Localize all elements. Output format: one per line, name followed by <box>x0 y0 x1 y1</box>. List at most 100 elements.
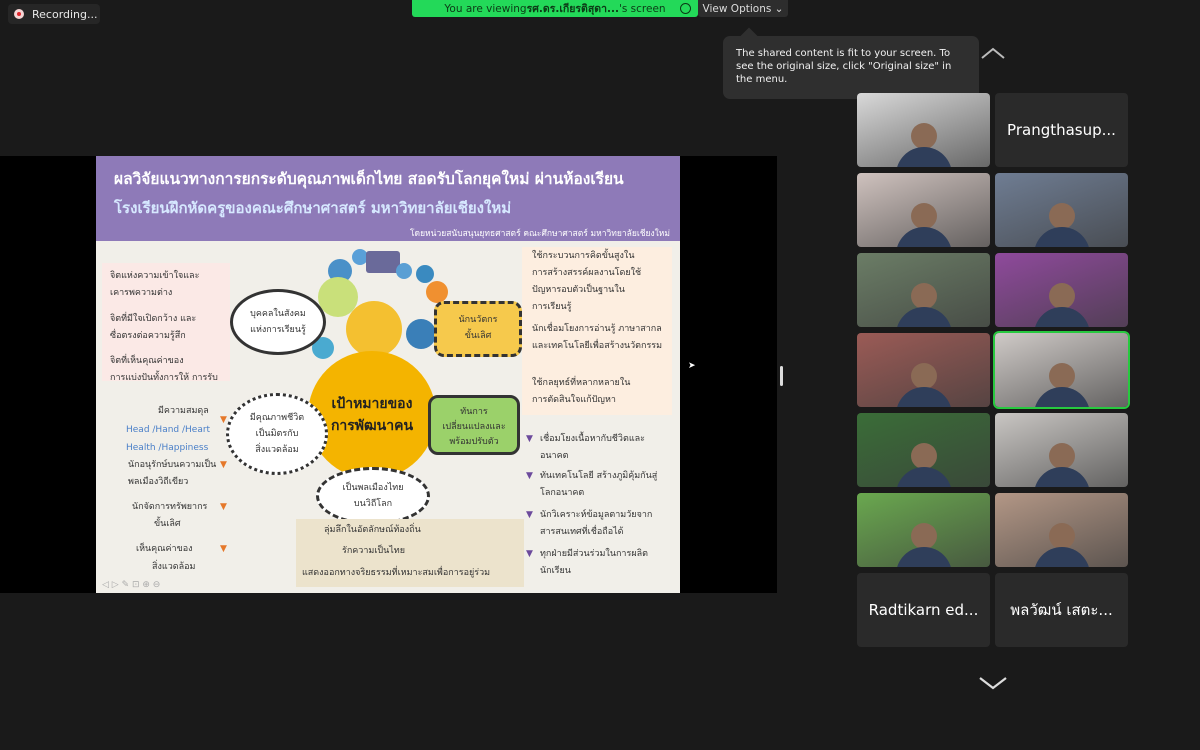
slide-nav-controls[interactable]: ◁ ▷ ✎ ⊡ ⊕ ⊖ <box>102 580 161 590</box>
right-top-line: และเทคโนโลยีเพื่อสร้างนวัตกรรม <box>532 341 663 351</box>
bubble-text: เป็นมิตรกับ <box>255 429 299 439</box>
gear-icon <box>312 337 334 359</box>
bubble-text: บนวิถีโลก <box>353 499 393 509</box>
recording-label: Recording... <box>32 7 98 21</box>
participant-tile[interactable] <box>995 253 1128 327</box>
panel-resize-handle[interactable] <box>780 366 783 386</box>
participant-video-body <box>895 467 952 487</box>
left-top-line: ซื่อตรงต่อความรู้สึก <box>110 331 186 341</box>
right-top-line: ใช้กระบวนการคิดขั้นสูงใน <box>532 251 635 261</box>
record-icon <box>14 9 24 19</box>
left-top-box <box>102 263 230 381</box>
participant-name: พลวัฒน์ เสตะ... <box>1010 601 1113 619</box>
participant-tile[interactable] <box>857 333 990 407</box>
learner-bubble: บุคคลในสังคมแห่งการเรียนรู้ <box>230 289 326 355</box>
shared-screen-area: ผลวิจัยแนวทางการยกระดับคุณภาพเด็กไทย สอด… <box>0 156 777 593</box>
gear-icon <box>352 249 368 265</box>
purple-arrow-icon: ▼ <box>526 434 533 444</box>
participant-tile[interactable] <box>857 173 990 247</box>
left-top-line: เคารพความต่าง <box>110 288 173 298</box>
slide-subtitle: โรงเรียนฝึกหัดครูของคณะศึกษาศาสตร์ มหาวิ… <box>114 199 512 217</box>
participant-tile[interactable] <box>857 493 990 567</box>
participant-tile[interactable] <box>995 173 1128 247</box>
presentation-slide: ผลวิจัยแนวทางการยกระดับคุณภาพเด็กไทย สอด… <box>96 156 680 593</box>
scroll-up-chevron-icon[interactable] <box>980 46 1006 60</box>
innovator-bubble: นักนวัตกรขั้นเลิศ <box>434 301 522 357</box>
purple-arrow-icon: ▼ <box>526 471 533 481</box>
participant-video-body <box>1033 227 1090 247</box>
slide-title: ผลวิจัยแนวทางการยกระดับคุณภาพเด็กไทย สอด… <box>114 170 624 188</box>
bubble-text: พร้อมปรับตัว <box>449 437 499 447</box>
laptop-icon <box>366 251 400 273</box>
left-mid-line: นักอนุรักษ์บนความเป็น <box>128 460 217 470</box>
participant-tile[interactable]: พลวัฒน์ เสตะ... <box>995 573 1128 647</box>
right-top-box <box>522 247 672 415</box>
change-ready-bubble: ทันการเปลี่ยนแปลงและพร้อมปรับตัว <box>428 395 520 455</box>
left-top-line: จิตที่เห็นคุณค่าของ <box>110 356 184 366</box>
banner-prefix: You are viewing <box>444 2 527 15</box>
participant-name: Radtikarn ed... <box>868 601 979 619</box>
right-top-line: ใช้กลยุทธ์ที่หลากหลายใน <box>532 378 631 388</box>
quality-life-bubble: มีคุณภาพชีวิตเป็นมิตรกับสิ่งแวดล้อม <box>226 393 328 475</box>
right-bottom-line: ทันเทคโนโลยี สร้างภูมิคุ้มกันสู่ <box>540 471 658 481</box>
bubble-text: มีคุณภาพชีวิต <box>249 413 305 423</box>
left-top-line: การแบ่งปันทั้งการให้ การรับ <box>110 373 218 383</box>
gear-icon <box>426 281 448 303</box>
participant-video-body <box>895 547 952 567</box>
participant-tile[interactable] <box>995 493 1128 567</box>
bubble-text: เป็นพลเมืองไทย <box>342 483 404 493</box>
participant-video-body <box>895 387 952 407</box>
orange-arrow-icon: ▼ <box>220 460 227 470</box>
presenter-name: รศ.ดร.เกียรติสุดา... <box>526 3 619 15</box>
participant-video-avatar <box>910 122 937 149</box>
screen-share-banner: You are viewing รศ.ดร.เกียรติสุดา... 's … <box>412 0 698 17</box>
right-top-line: การตัดสินใจแก้ปัญหา <box>532 395 616 405</box>
scroll-down-chevron-icon[interactable] <box>978 676 1008 690</box>
orange-arrow-icon: ▼ <box>220 415 227 425</box>
bubble-text: ขั้นเลิศ <box>464 331 492 341</box>
slide-header: ผลวิจัยแนวทางการยกระดับคุณภาพเด็กไทย สอด… <box>96 156 680 241</box>
purple-arrow-icon: ▼ <box>526 510 533 520</box>
right-bottom-line: อนาคต <box>540 451 569 461</box>
left-top-line: จิตแห่งความเข้าใจและ <box>110 271 200 281</box>
participant-video-avatar <box>1048 362 1075 389</box>
participant-tile[interactable]: Radtikarn ed... <box>857 573 990 647</box>
slide-credit: โดยหน่วยสนับสนุนยุทธศาสตร์ คณะศึกษาศาสตร… <box>409 229 670 239</box>
participant-video-body <box>1033 467 1090 487</box>
bubble-text: สิ่งแวดล้อม <box>255 445 299 455</box>
view-options-button[interactable]: View Options ⌄ <box>698 0 788 17</box>
participant-video-avatar <box>910 442 937 469</box>
banner-suffix: 's screen <box>618 2 666 15</box>
center-goal-circle: เป้าหมายของการพัฒนาคน <box>308 351 436 479</box>
bubble-text: นักนวัตกร <box>458 315 498 325</box>
bubble-text: เปลี่ยนแปลงและ <box>442 422 506 432</box>
citizen-bubble: เป็นพลเมืองไทยบนวิถีโลก <box>316 467 430 525</box>
participant-video-body <box>895 147 952 167</box>
participant-video-body <box>895 227 952 247</box>
participant-video-avatar <box>1048 442 1075 469</box>
fit-to-screen-tooltip: The shared content is fit to your screen… <box>723 36 979 99</box>
participant-video-body <box>1033 307 1090 327</box>
tooltip-text: The shared content is fit to your screen… <box>736 48 952 85</box>
recording-indicator[interactable]: Recording... <box>8 4 100 24</box>
participant-tile[interactable]: Prangthasup... <box>995 93 1128 167</box>
participant-video-avatar <box>910 522 937 549</box>
participant-video-avatar <box>1048 522 1075 549</box>
participant-tile[interactable] <box>857 93 990 167</box>
participant-tile[interactable] <box>857 253 990 327</box>
participant-tile[interactable] <box>995 333 1128 407</box>
left-bottom-line: สิ่งแวดล้อม <box>152 562 196 572</box>
globe-icon <box>416 265 434 283</box>
participant-tile[interactable] <box>857 413 990 487</box>
bubble-text: ทันการ <box>460 407 488 417</box>
bottom-center-line: แสดงออกทางจริยธรรมที่เหมาะสมเพื่อการอยู่… <box>302 568 491 578</box>
participant-tile[interactable] <box>995 413 1128 487</box>
bottom-center-line: รักความเป็นไทย <box>342 546 406 556</box>
right-top-line: การสร้างสรรค์ผลงานโดยใช้ <box>532 268 642 278</box>
orange-arrow-icon: ▼ <box>220 544 227 554</box>
left-bottom-line: เห็นคุณค่าของ <box>136 544 193 554</box>
left-mid-line: Health /Happiness <box>126 443 209 453</box>
participant-video-avatar <box>1048 282 1075 309</box>
participant-video-body <box>895 307 952 327</box>
right-bottom-line: ทุกฝ่ายมีส่วนร่วมในการผลิต <box>540 549 648 559</box>
